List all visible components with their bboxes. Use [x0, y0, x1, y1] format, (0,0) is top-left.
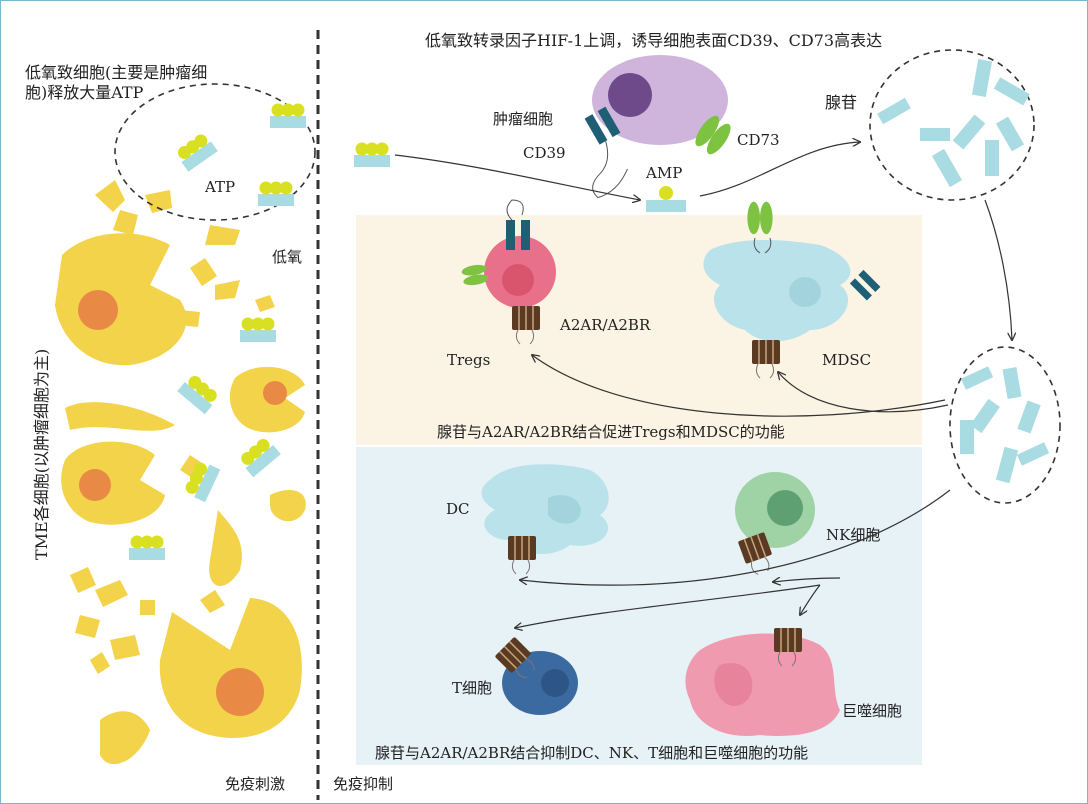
promote-caption: 腺苷与A2AR/A2BR结合促进Tregs和MDSC的功能 [437, 423, 785, 441]
t-cell-label: T细胞 [452, 679, 492, 697]
mdsc-label: MDSC [822, 351, 871, 369]
amp-molecule [646, 186, 686, 212]
amp-label: AMP [645, 164, 682, 182]
tumor-cell [55, 233, 187, 366]
atp-molecule [129, 535, 165, 560]
tumor-cell [61, 441, 165, 525]
left-note-line2: 胞)释放大量ATP [25, 83, 144, 102]
macrophage-label: 巨噬细胞 [842, 702, 902, 720]
nk-nucleus [767, 490, 803, 526]
left-vertical-label: TME各细胞(以肿瘤细胞为主) [32, 349, 51, 560]
amp-to-adenosine-arrow [699, 142, 860, 197]
atp-molecule [177, 372, 221, 415]
adenosine-molecules [877, 59, 1030, 188]
adenosine-molecules [960, 366, 1050, 484]
inhibit-caption: 腺苷与A2AR/A2BR结合抑制DC、NK、T细胞和巨噬细胞的功能 [375, 744, 808, 762]
adenosine-to-tregs-arrow [532, 355, 946, 417]
tumor-nucleus [263, 381, 287, 405]
adenosine-to-nk-arrow [773, 578, 841, 582]
immune-suppression-label: 免疫抑制 [333, 775, 393, 793]
tregs-label: Tregs [447, 351, 490, 369]
atp-molecule [240, 317, 276, 342]
adenosine-pool-top [869, 49, 1035, 201]
tumor-cell [159, 598, 302, 738]
atp-label: ATP [204, 178, 235, 196]
dc-cell [481, 464, 609, 555]
left-note-line1: 低氧致细胞(主要是肿瘤细 [25, 63, 207, 82]
t-nucleus [541, 669, 569, 697]
adenosine-to-t-arrow [515, 584, 821, 628]
adenosine-pool-bottom [949, 346, 1061, 504]
atp-molecule [354, 142, 390, 167]
cd73-label: CD73 [737, 131, 780, 149]
tumor-cell-nucleus [608, 73, 652, 117]
treg-nucleus [502, 264, 534, 296]
adenosine-to-macrophage-arrow [800, 584, 821, 615]
hypoxia-label: 低氧 [272, 248, 302, 266]
tumor-cell-label: 肿瘤细胞 [493, 110, 553, 128]
adenosine-label: 腺苷 [825, 93, 857, 112]
macrophage-cell [685, 633, 840, 736]
top-note: 低氧致转录因子HIF-1上调，诱导细胞表面CD39、CD73高表达 [425, 31, 882, 50]
t-cell [502, 651, 578, 715]
atp-molecule [237, 435, 281, 478]
cd39-label: CD39 [523, 144, 566, 162]
atp-molecule [258, 181, 294, 206]
adenosine-to-dc-arrow [520, 489, 951, 586]
mdsc-cell [703, 240, 851, 342]
cd39-protein [584, 106, 628, 199]
immune-stimulation-label: 免疫刺激 [225, 775, 285, 793]
adenosine-flow-arrow [984, 199, 1012, 340]
dc-label: DC [446, 500, 470, 518]
nk-label: NK细胞 [826, 526, 880, 544]
mdsc-nucleus [789, 277, 821, 307]
receptor-label: A2AR/A2BR [559, 316, 651, 334]
tumor-cells [55, 180, 306, 765]
dc-nucleus [548, 495, 581, 524]
hypoxia-zone [114, 83, 316, 221]
tumor-nucleus [79, 469, 111, 501]
inhibit-panel [356, 447, 922, 765]
atp-molecule [270, 103, 306, 128]
adenosine-to-mdsc-arrow [778, 372, 949, 413]
atp-to-amp-arrow [394, 154, 640, 200]
atp-molecule [174, 131, 218, 172]
macrophage-nucleus [714, 662, 753, 706]
tumor-nucleus [78, 290, 118, 330]
tumor-nucleus [216, 668, 264, 716]
